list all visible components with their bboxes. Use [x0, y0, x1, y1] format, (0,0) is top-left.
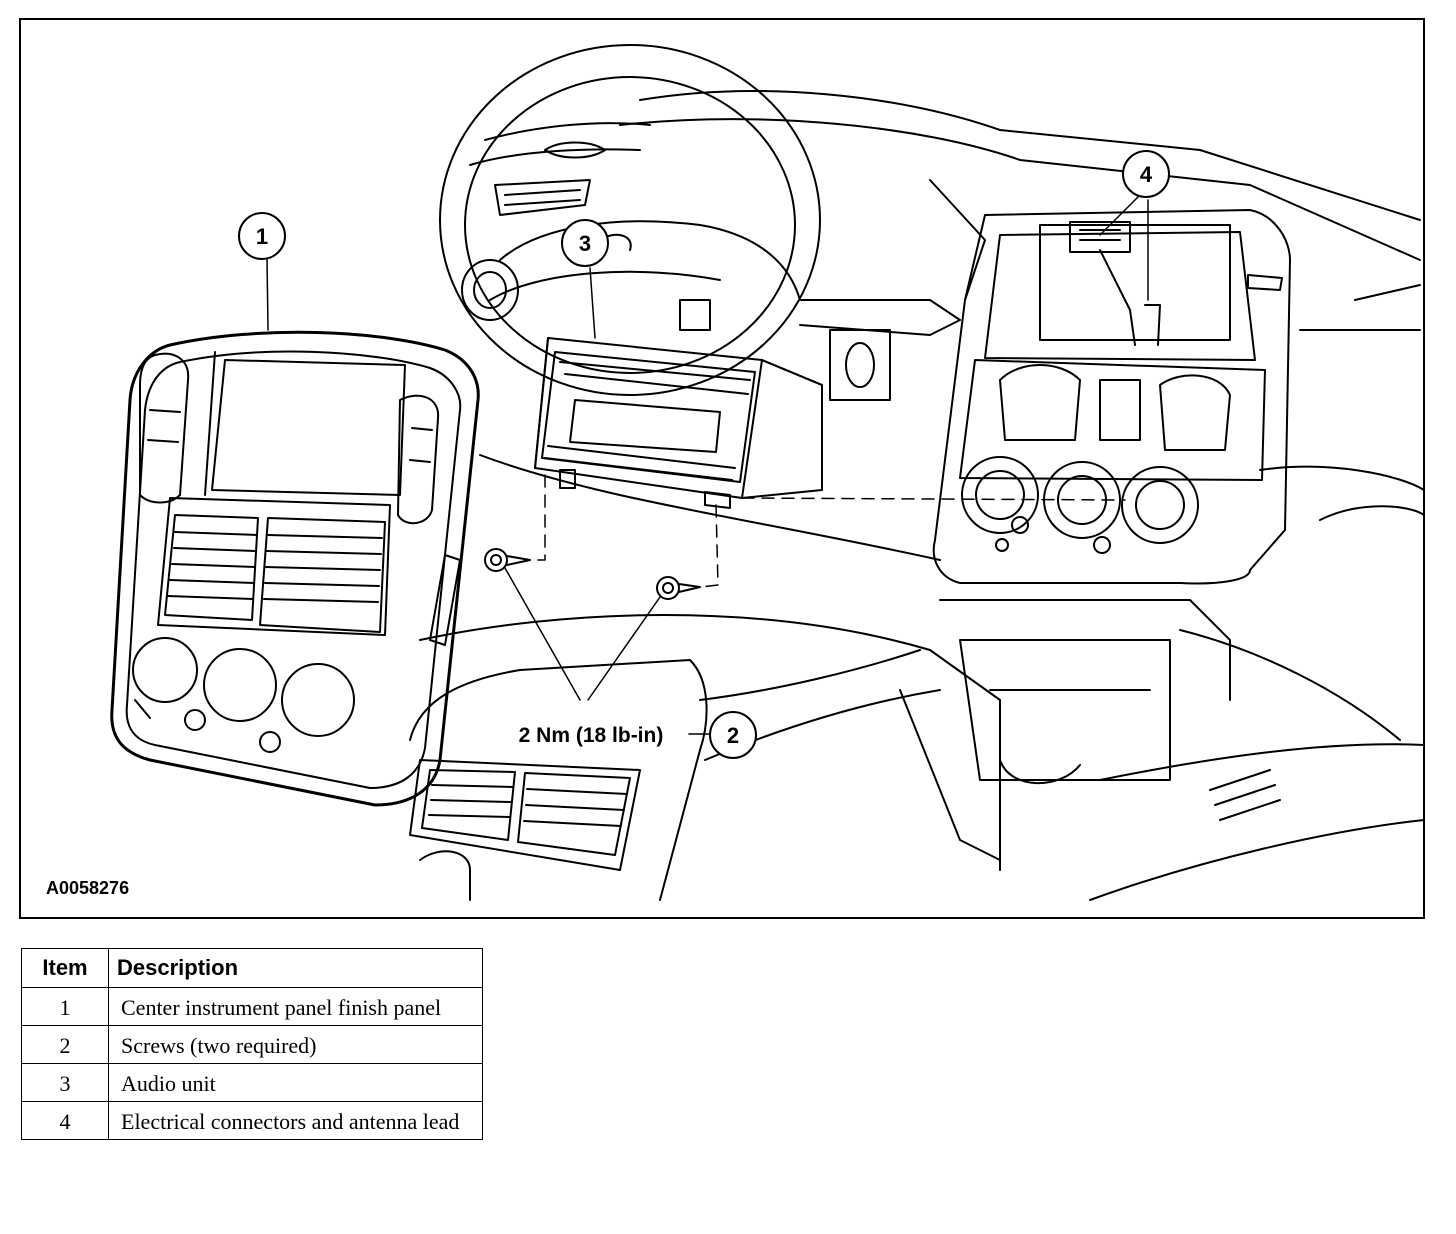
finish-panel: [110, 330, 480, 807]
callout-1: 1: [238, 212, 286, 260]
legend-item-description: Electrical connectors and antenna lead: [108, 1101, 483, 1140]
legend-item-number: 3: [21, 1063, 109, 1102]
table-row: 1 Center instrument panel finish panel: [21, 987, 483, 1026]
table-row: 3 Audio unit: [21, 1063, 483, 1102]
lower-console: [409, 649, 941, 901]
audio-unit: [534, 337, 823, 509]
legend-item-number: 4: [21, 1101, 109, 1140]
legend-table: Item Description 1 Center instrument pan…: [21, 948, 483, 1140]
dash-opening: [932, 209, 1291, 585]
leader-lines: [266, 194, 1149, 735]
legend-item-description: Screws (two required): [108, 1025, 483, 1064]
callout-4: 4: [1122, 150, 1170, 198]
torque-spec: 2 Nm (18 lb-in): [519, 724, 664, 747]
figure-id: A0058276: [46, 878, 129, 898]
table-row: 4 Electrical connectors and antenna lead: [21, 1101, 483, 1140]
callout-3-label: 3: [579, 231, 591, 256]
figure-frame: [19, 18, 1425, 919]
legend-item-description: Audio unit: [108, 1063, 483, 1102]
alignment-lines: [529, 474, 1126, 588]
callout-4-label: 4: [1140, 162, 1153, 187]
callout-3: 3: [561, 219, 609, 267]
exploded-view-diagram: 1 2 3 4 2 Nm (18 lb-in) A0058276: [19, 18, 1425, 919]
screw-right: [656, 576, 701, 600]
callout-2: 2: [709, 711, 757, 759]
screw-left: [484, 548, 531, 572]
callout-2-label: 2: [727, 723, 739, 748]
steering-wheel: [439, 44, 986, 401]
legend-item-number: 1: [21, 987, 109, 1026]
legend-header-item: Item: [21, 948, 109, 988]
legend-item-description: Center instrument panel finish panel: [108, 987, 483, 1026]
callout-1-label: 1: [256, 224, 268, 249]
table-row: 2 Screws (two required): [21, 1025, 483, 1064]
legend-header-description: Description: [108, 948, 483, 988]
legend-header-row: Item Description: [21, 948, 483, 988]
legend-item-number: 2: [21, 1025, 109, 1064]
dashboard-outline: [419, 90, 1425, 901]
